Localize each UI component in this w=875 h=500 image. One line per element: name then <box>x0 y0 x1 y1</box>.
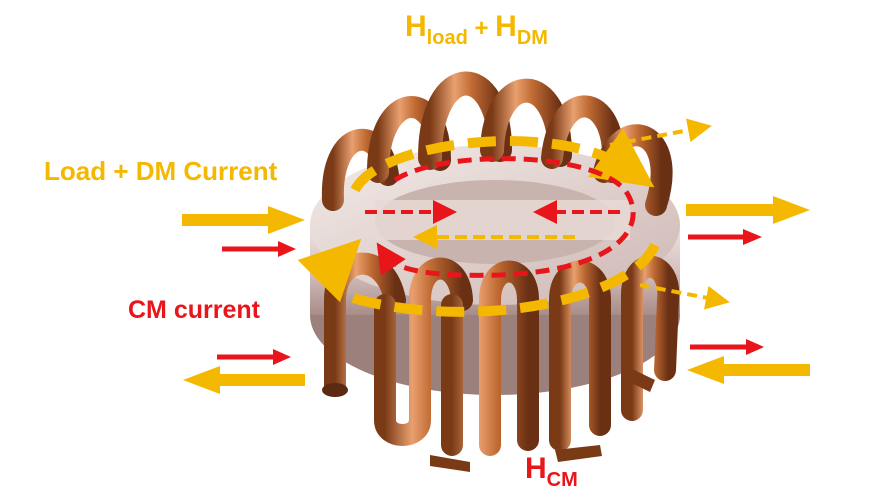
left-current-arrows <box>182 206 305 394</box>
label-h-cm: HCM <box>525 452 578 491</box>
right-current-arrows <box>686 196 810 384</box>
inner-current-arrows <box>365 200 620 249</box>
label-load-dm-current: Load + DM Current <box>44 156 278 186</box>
flux-loop-yellow <box>297 128 660 317</box>
flux-loop-red <box>376 156 636 278</box>
label-h-load-dm: Hload + HDM <box>405 10 548 49</box>
flux-leak-arrows <box>609 118 730 310</box>
wire-ends <box>322 368 655 472</box>
label-cm-current: CM current <box>128 296 261 324</box>
